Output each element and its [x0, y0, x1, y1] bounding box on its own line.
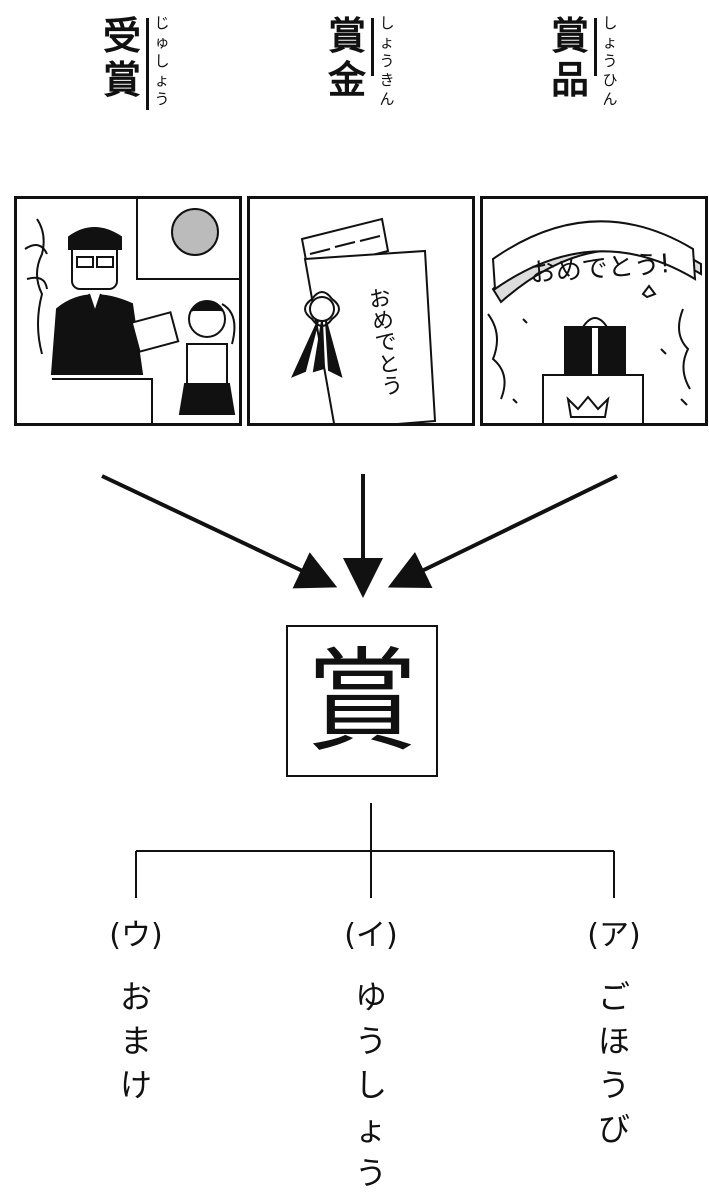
panel-gift: おめでとう! — [480, 196, 708, 426]
gift-box-illustration — [487, 220, 702, 423]
option-text-yuushou: ゆ う し ょ う — [354, 978, 387, 1192]
option-text-omake: お ま け — [119, 978, 152, 1104]
option-label-i: (イ) — [344, 918, 398, 953]
option-text-gohoubi: ご ほ う び — [597, 978, 630, 1148]
prize-envelope-illustration — [291, 217, 437, 423]
center-kanji: 賞 — [306, 637, 418, 767]
word-ruby: しょう ひん — [602, 14, 618, 108]
ruby-divider — [371, 18, 374, 76]
word-ruby: じゅ しょう — [154, 14, 170, 108]
arrow-left — [101, 474, 338, 589]
center-kanji-box: 賞 — [286, 625, 438, 777]
ruby-divider — [594, 18, 597, 76]
option-tree — [135, 803, 615, 898]
panel-award-ceremony — [14, 196, 242, 426]
arrow-right — [387, 474, 618, 588]
word-kanji: 賞 金 — [327, 14, 366, 102]
word-ruby: しょう きん — [379, 14, 395, 108]
word-kanji: 受 賞 — [102, 14, 141, 102]
award-ceremony-illustration — [24, 199, 239, 423]
option-label-u: (ウ) — [109, 918, 163, 953]
panel-prize-money: おめでとう — [247, 196, 475, 426]
word-kanji: 賞 品 — [550, 14, 589, 102]
ruby-divider — [146, 18, 149, 110]
option-label-a: (ア) — [587, 918, 641, 953]
